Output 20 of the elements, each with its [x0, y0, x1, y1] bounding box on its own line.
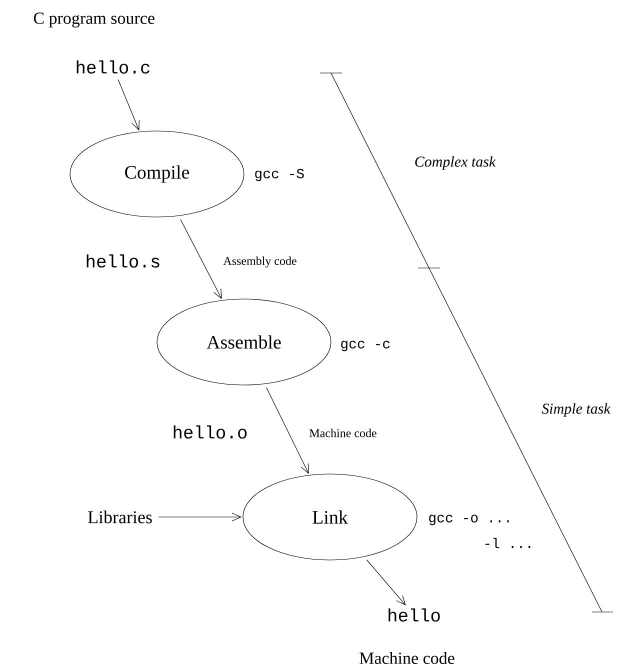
arrow: [180, 219, 222, 300]
arrow: [118, 79, 140, 131]
command-text: gcc -c: [341, 340, 390, 352]
edge-label: Assembly code: [223, 256, 296, 268]
arrow: [366, 560, 406, 606]
command-text: -l ...: [485, 538, 530, 548]
command-text: gcc -o ...: [429, 514, 509, 526]
command-text: gcc -S: [255, 168, 304, 182]
arrow: [266, 387, 309, 474]
input-label: Libraries: [88, 510, 152, 524]
scale-label: Complex task: [415, 156, 496, 170]
file-name: hello.o: [174, 425, 247, 439]
edge-label: Machine code: [310, 428, 376, 438]
caption-text: C program source: [34, 12, 154, 28]
caption-text: Machine code: [360, 652, 454, 664]
file-name: hello: [388, 608, 440, 622]
file-name: hello.s: [86, 254, 160, 268]
file-name: hello.c: [76, 60, 150, 74]
arrow: [158, 512, 242, 522]
scale-label: Simple task: [542, 403, 611, 417]
